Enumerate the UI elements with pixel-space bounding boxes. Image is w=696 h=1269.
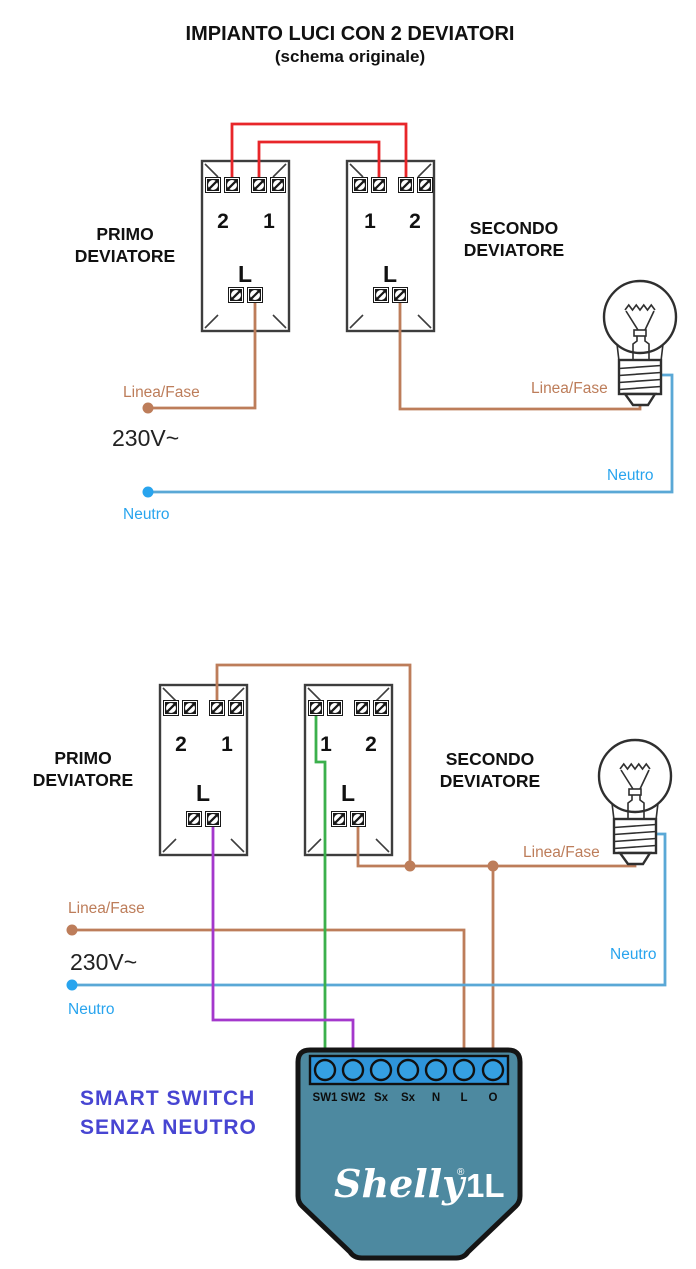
terminal-number: 1 xyxy=(221,733,233,756)
shelly-body xyxy=(295,1047,523,1261)
corner-mark xyxy=(162,687,177,702)
shelly-terminal-label-sw2: SW2 xyxy=(341,1092,366,1104)
terminal-number: 2 xyxy=(365,733,377,756)
primo-deviatore-label: PRIMO xyxy=(54,748,111,768)
red-bridge-wire-outer xyxy=(230,122,408,183)
shelly-terminal-label-sw1: SW1 xyxy=(313,1092,339,1104)
top-diagram: IMPIANTO LUCI CON 2 DEVIATORI (schema or… xyxy=(75,23,678,523)
terminal-number: 1 xyxy=(320,733,332,756)
corner-mark xyxy=(272,163,287,178)
red-bridge-wire-inner xyxy=(257,140,381,183)
shelly-device: SW1 SW2 Sx Sx N L O Shelly ® 1L xyxy=(295,1047,523,1261)
secondo-deviatore-label: DEVIATORE xyxy=(440,771,540,791)
neutro-start-dot xyxy=(142,486,154,498)
corner-mark xyxy=(417,314,432,329)
shelly-terminal-label-o: O xyxy=(489,1092,498,1104)
corner-mark xyxy=(204,163,219,178)
neutro-wire xyxy=(146,373,674,494)
neutro-label-left: Neutro xyxy=(123,506,170,523)
shelly-terminal-hole xyxy=(481,1058,505,1082)
light-bulb-icon xyxy=(597,738,673,866)
shelly-terminal-label-sx1: Sx xyxy=(374,1092,389,1104)
junction-dot xyxy=(404,860,416,872)
shelly-terminal-holes xyxy=(313,1058,505,1082)
corner-mark xyxy=(307,838,322,853)
neutro-label-right: Neutro xyxy=(607,467,654,484)
shelly-terminal-hole xyxy=(452,1058,476,1082)
line-terminal-label: L xyxy=(383,261,397,287)
linea-fase-wire-right xyxy=(398,298,642,411)
junction-dot xyxy=(487,860,499,872)
voltage-label: 230V~ xyxy=(112,425,179,451)
secondo-deviatore-label: SECONDO xyxy=(446,749,534,769)
light-bulb-icon xyxy=(602,279,678,407)
smart-switch-caption: SENZA NEUTRO xyxy=(80,1116,257,1139)
shelly-terminal-hole xyxy=(341,1058,365,1082)
terminal-number: 1 xyxy=(263,210,275,233)
neutro-start-dot xyxy=(66,979,78,991)
corner-mark xyxy=(375,838,390,853)
corner-mark xyxy=(204,314,219,329)
linea-start-dot xyxy=(142,402,154,414)
primo-deviatore-label: DEVIATORE xyxy=(75,246,175,266)
linea-fase-label-left: Linea/Fase xyxy=(123,384,200,401)
corner-mark xyxy=(272,314,287,329)
shelly-logo-brand: Shelly xyxy=(334,1161,467,1206)
shelly-terminal-label-n: N xyxy=(432,1092,440,1104)
sw2-purple-wire xyxy=(211,825,355,1060)
diagram-subtitle: (schema originale) xyxy=(275,47,425,66)
terminal-number: 2 xyxy=(217,210,229,233)
line-terminal-label: L xyxy=(341,780,355,806)
shelly-terminal-label-sx2: Sx xyxy=(401,1092,416,1104)
secondo-deviatore-label: SECONDO xyxy=(470,218,558,238)
linea-fase-label-right: Linea/Fase xyxy=(531,380,608,397)
shelly-terminal-hole xyxy=(369,1058,393,1082)
terminal-number: 2 xyxy=(409,210,421,233)
voltage-label: 230V~ xyxy=(70,949,137,975)
linea-fase-label-right: Linea/Fase xyxy=(523,844,600,861)
terminal-number: 2 xyxy=(175,733,187,756)
line-terminal-label: L xyxy=(238,261,252,287)
corner-mark xyxy=(349,314,364,329)
neutro-wire xyxy=(70,832,667,987)
corner-mark xyxy=(230,687,245,702)
shelly-terminal-label-l: L xyxy=(460,1092,467,1104)
linea-feed-wire xyxy=(70,928,466,1060)
linea-fase-wire-left xyxy=(146,298,257,410)
corner-mark xyxy=(417,163,432,178)
shelly-terminal-hole xyxy=(313,1058,337,1082)
primo-deviatore-label: PRIMO xyxy=(96,224,153,244)
corner-mark xyxy=(230,838,245,853)
corner-mark xyxy=(307,687,322,702)
corner-mark xyxy=(349,163,364,178)
corner-mark xyxy=(162,838,177,853)
secondo-deviatore-label: DEVIATORE xyxy=(464,240,564,260)
smart-switch-caption: SMART SWITCH xyxy=(80,1087,255,1110)
shelly-logo-model: 1L xyxy=(466,1167,505,1204)
linea-start-dot xyxy=(66,924,78,936)
diagram-title: IMPIANTO LUCI CON 2 DEVIATORI xyxy=(186,23,515,45)
brown-bridge-wire xyxy=(215,663,412,868)
neutro-label-right: Neutro xyxy=(610,946,657,963)
primo-deviatore-label: DEVIATORE xyxy=(33,770,133,790)
shelly-terminal-hole xyxy=(396,1058,420,1082)
shelly-logo-registered-mark: ® xyxy=(457,1167,465,1178)
shelly-logo: Shelly ® 1L xyxy=(334,1161,505,1206)
line-terminal-label: L xyxy=(196,780,210,806)
terminal-number: 1 xyxy=(364,210,376,233)
sw1-green-wire xyxy=(314,710,327,1060)
bottom-diagram: 2 1 1 2 L L PRIMO DEVIATORE SECONDO DEVI… xyxy=(33,663,673,1261)
neutro-label-left: Neutro xyxy=(68,1001,115,1018)
shelly-terminal-hole xyxy=(424,1058,448,1082)
linea-fase-label-left: Linea/Fase xyxy=(68,900,145,917)
corner-mark xyxy=(375,687,390,702)
